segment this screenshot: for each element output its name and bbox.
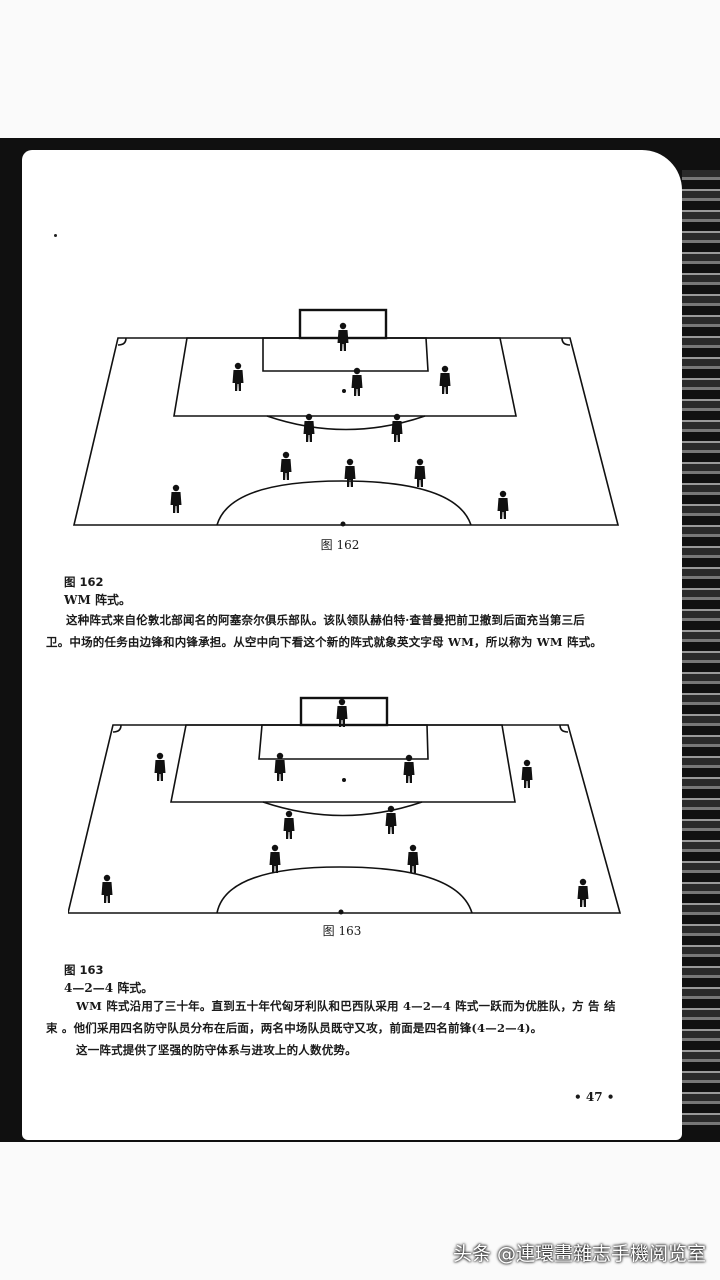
player-figure xyxy=(269,844,281,873)
penalty-arc xyxy=(266,415,426,431)
caption-title: WM 阵式。 xyxy=(64,593,131,607)
player-figure xyxy=(101,874,113,903)
player-figure xyxy=(154,752,166,781)
diagram-fig163 xyxy=(68,696,622,915)
player-figure xyxy=(521,759,533,788)
caption-heading: 图 163 xyxy=(64,963,104,977)
speck xyxy=(54,234,57,237)
center-spot xyxy=(340,521,346,527)
player-figure xyxy=(385,805,397,834)
player-figure xyxy=(337,322,349,351)
figure-label: 图 162 xyxy=(320,538,360,552)
corner-arc xyxy=(561,337,571,346)
player-figure xyxy=(391,413,403,442)
paragraph-line: 束 。他们采用四名防守队员分布在后面，两名中场队员既守又攻，前面是四名前锋(4—… xyxy=(46,1021,543,1035)
goal-area xyxy=(258,724,429,760)
caption-heading: 图 162 xyxy=(64,575,104,589)
player-figure xyxy=(274,752,286,781)
penalty-arc xyxy=(262,801,423,817)
player-figure xyxy=(303,413,315,442)
pitch-outline xyxy=(68,724,622,914)
page-edge xyxy=(682,170,720,1130)
caption-title: 4—2—4 阵式。 xyxy=(64,981,154,995)
paragraph-line: 这一阵式提供了坚强的防守体系与进攻上的人数优势。 xyxy=(76,1043,357,1057)
corner-arc xyxy=(112,724,122,733)
paragraph-line: 这种阵式来自伦敦北部闻名的阿塞奈尔俱乐部队。该队领队赫伯特·查普曼把前卫撤到后面… xyxy=(66,613,585,627)
page-number: • 47 • xyxy=(574,1090,615,1104)
penalty-spot xyxy=(342,778,346,782)
corner-arc xyxy=(117,337,127,346)
book-page xyxy=(22,150,682,1140)
player-figure xyxy=(577,878,589,907)
player-figure xyxy=(170,484,182,513)
player-figure xyxy=(403,754,415,783)
watermark: 头条 @連環畫雜志手機阅览室 xyxy=(452,1243,706,1265)
center-spot xyxy=(338,909,344,915)
paragraph-line: 卫。中场的任务由边锋和内锋承担。从空中向下看这个新的阵式就象英文字母 WM，所以… xyxy=(46,635,603,649)
player-figure xyxy=(497,490,509,519)
diagram-fig162 xyxy=(72,308,620,527)
player-figure xyxy=(283,810,295,839)
penalty-area xyxy=(170,724,516,803)
player-figure xyxy=(407,844,419,873)
pitch-outline xyxy=(72,337,620,526)
player-figure xyxy=(351,367,363,396)
player-figure xyxy=(414,458,426,487)
player-figure xyxy=(280,451,292,480)
penalty-spot xyxy=(342,389,346,393)
player-figure xyxy=(232,362,244,391)
player-figure xyxy=(439,365,451,394)
center-circle xyxy=(216,866,473,914)
corner-arc xyxy=(559,724,569,733)
paragraph-line: WM 阵式沿用了三十年。直到五十年代匈牙利队和巴西队采用 4—2—4 阵式一跃而… xyxy=(76,999,616,1013)
player-figure xyxy=(344,458,356,487)
center-circle xyxy=(216,480,472,526)
figure-label: 图 163 xyxy=(322,924,362,938)
player-figure xyxy=(336,698,348,727)
